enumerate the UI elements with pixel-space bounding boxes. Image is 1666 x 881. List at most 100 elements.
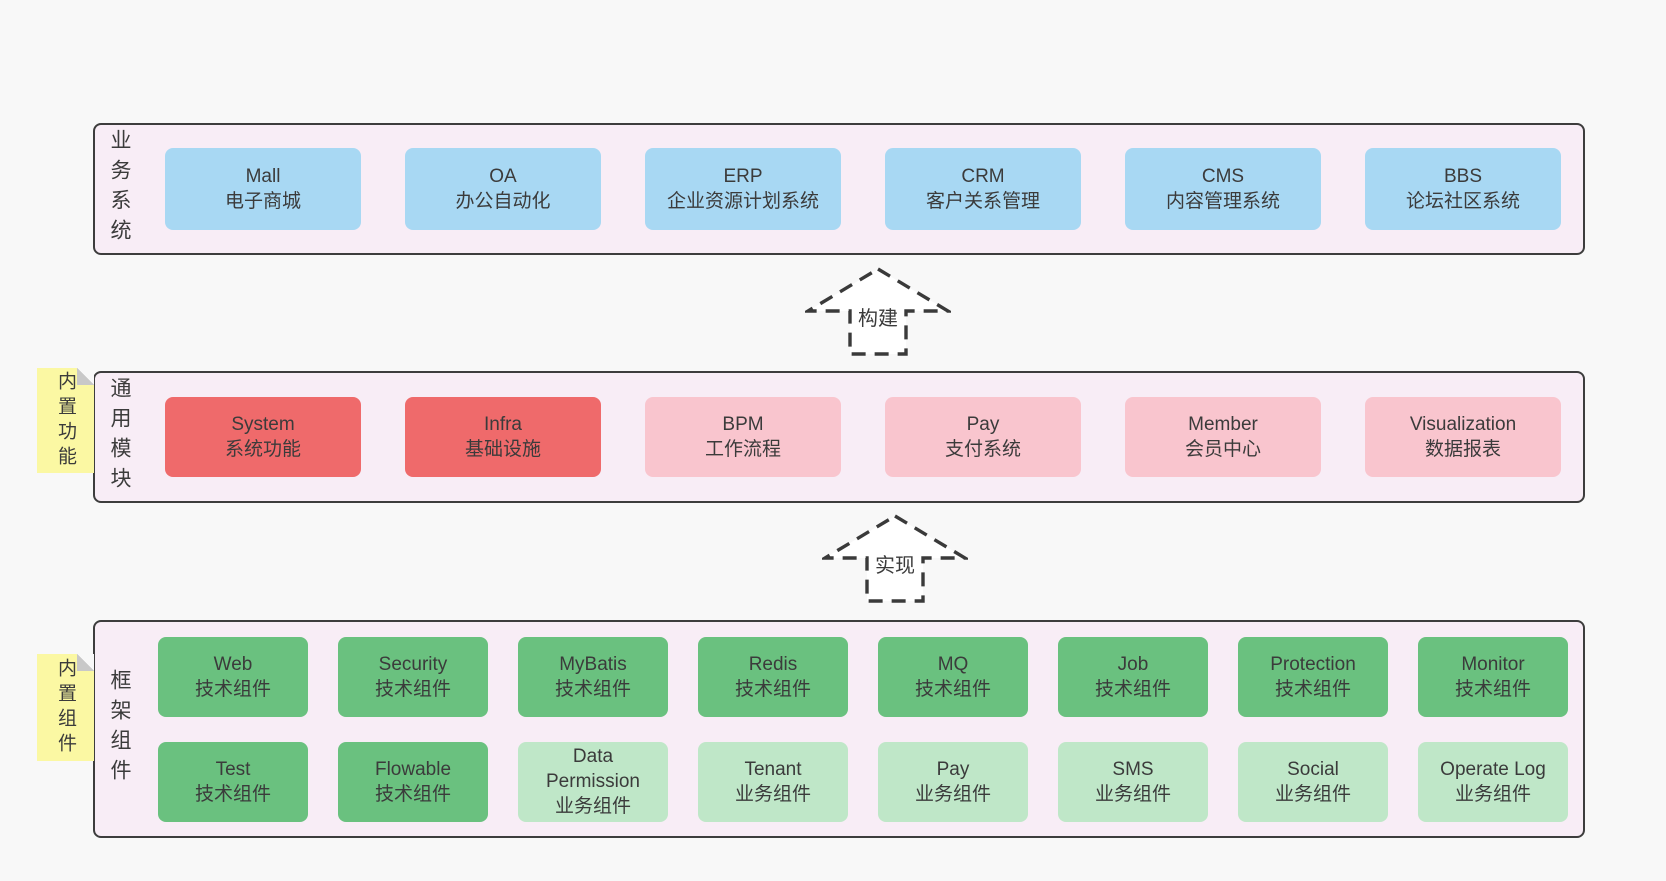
node-title: Flowable <box>374 758 452 780</box>
node-title: SMS <box>1112 758 1154 780</box>
node-operate-log: Operate Log 业务组件 <box>1418 741 1568 822</box>
node-subtitle: 系统功能 <box>224 439 301 460</box>
node-title: Redis <box>748 653 798 675</box>
node-title: Visualization <box>1409 414 1517 435</box>
band-label-framework-components: 框架组件 <box>108 669 131 789</box>
band-business-systems: 业务系统 Mall 电子商城 OA 办公自动化 ERP 企业资源计划系统 CRM… <box>93 123 1585 255</box>
node-title: CRM <box>961 166 1005 187</box>
node-title: Test <box>215 758 251 780</box>
node-title: CMS <box>1201 166 1245 187</box>
node-subtitle: 技术组件 <box>1454 678 1531 700</box>
node-mybatis: MyBatis 技术组件 <box>518 636 668 717</box>
node-title: MQ <box>937 653 969 675</box>
node-subtitle: 技术组件 <box>1094 678 1171 700</box>
node-title: Pay <box>936 758 970 780</box>
node-title: Web <box>213 653 253 675</box>
business-systems-boxes: Mall 电子商城 OA 办公自动化 ERP 企业资源计划系统 CRM 客户关系… <box>143 148 1583 230</box>
node-title: Member <box>1188 414 1258 435</box>
note-text: 内置功能 <box>55 370 76 471</box>
node-title: Tenant <box>744 758 802 780</box>
band-common-modules: 通用模块 System 系统功能 Infra 基础设施 BPM 工作流程 Pay… <box>93 371 1585 503</box>
node-subtitle: 办公自动化 <box>455 191 551 212</box>
node-subtitle: 技术组件 <box>1274 678 1351 700</box>
node-mq: MQ 技术组件 <box>878 636 1028 717</box>
node-title: Monitor <box>1461 653 1525 675</box>
node-title: Protection <box>1270 653 1356 675</box>
node-subtitle: 基础设施 <box>464 439 541 460</box>
node-subtitle: 业务组件 <box>1094 783 1171 805</box>
note-built-in-features: 内置功能 <box>37 368 94 473</box>
node-title: Operate Log <box>1440 758 1546 780</box>
node-title: ERP <box>723 166 763 187</box>
node-protection: Protection 技术组件 <box>1238 636 1388 717</box>
node-infra: Infra 基础设施 <box>405 397 601 477</box>
node-title: BPM <box>722 414 764 435</box>
framework-components-row-2: Test 技术组件 Flowable 技术组件 Data Permission … <box>143 741 1583 822</box>
node-subtitle: 内容管理系统 <box>1165 191 1280 212</box>
node-cms: CMS 内容管理系统 <box>1125 148 1321 230</box>
node-erp: ERP 企业资源计划系统 <box>645 148 841 230</box>
build-arrow-label: 构建 <box>855 302 901 331</box>
node-title: Pay <box>966 414 1000 435</box>
node-title: OA <box>489 166 517 187</box>
node-subtitle: 技术组件 <box>554 678 631 700</box>
node-monitor: Monitor 技术组件 <box>1418 636 1568 717</box>
band-framework-components: 框架组件 Web 技术组件 Security 技术组件 MyBatis 技术组件… <box>93 620 1585 838</box>
node-flowable: Flowable 技术组件 <box>338 741 488 822</box>
node-subtitle: 技术组件 <box>374 783 451 805</box>
implement-arrow: 实现 <box>822 513 968 605</box>
node-oa: OA 办公自动化 <box>405 148 601 230</box>
node-title: System <box>231 414 295 435</box>
node-bbs: BBS 论坛社区系统 <box>1365 148 1561 230</box>
node-title: Security <box>378 653 448 675</box>
node-subtitle: 技术组件 <box>914 678 991 700</box>
node-title: Data Permission <box>546 746 640 792</box>
node-member: Member 会员中心 <box>1125 397 1321 477</box>
node-pay: Pay 支付系统 <box>885 397 1081 477</box>
build-arrow: 构建 <box>805 266 951 358</box>
node-subtitle: 业务组件 <box>1454 783 1531 805</box>
node-subtitle: 业务组件 <box>554 796 631 817</box>
node-subtitle: 技术组件 <box>734 678 811 700</box>
node-social: Social 业务组件 <box>1238 741 1388 822</box>
node-security: Security 技术组件 <box>338 636 488 717</box>
node-subtitle: 支付系统 <box>944 439 1021 460</box>
node-data-permission: Data Permission 业务组件 <box>518 741 668 822</box>
node-title: MyBatis <box>559 653 627 675</box>
node-visualization: Visualization 数据报表 <box>1365 397 1561 477</box>
implement-arrow-label: 实现 <box>872 549 918 578</box>
node-title: Infra <box>483 414 523 435</box>
band-label-common-modules: 通用模块 <box>108 377 131 497</box>
common-modules-boxes: System 系统功能 Infra 基础设施 BPM 工作流程 Pay 支付系统… <box>143 397 1583 477</box>
node-bpm: BPM 工作流程 <box>645 397 841 477</box>
node-title: Job <box>1117 653 1149 675</box>
note-text: 内置组件 <box>55 657 76 758</box>
node-subtitle: 技术组件 <box>194 678 271 700</box>
band-label-business-systems: 业务系统 <box>108 129 131 249</box>
node-tenant: Tenant 业务组件 <box>698 741 848 822</box>
note-built-in-components: 内置组件 <box>37 654 94 761</box>
node-subtitle: 工作流程 <box>704 439 781 460</box>
node-web: Web 技术组件 <box>158 636 308 717</box>
node-title: BBS <box>1443 166 1483 187</box>
node-crm: CRM 客户关系管理 <box>885 148 1081 230</box>
node-pay-biz: Pay 业务组件 <box>878 741 1028 822</box>
node-subtitle: 企业资源计划系统 <box>666 191 819 212</box>
node-subtitle: 论坛社区系统 <box>1405 191 1520 212</box>
node-subtitle: 业务组件 <box>734 783 811 805</box>
node-subtitle: 会员中心 <box>1184 439 1261 460</box>
node-subtitle: 客户关系管理 <box>925 191 1040 212</box>
framework-components-row-1: Web 技术组件 Security 技术组件 MyBatis 技术组件 Redi… <box>143 636 1583 717</box>
node-mall: Mall 电子商城 <box>165 148 361 230</box>
node-subtitle: 数据报表 <box>1424 439 1501 460</box>
node-title: Mall <box>245 166 281 187</box>
node-subtitle: 电子商城 <box>224 191 301 212</box>
node-subtitle: 业务组件 <box>1274 783 1351 805</box>
node-job: Job 技术组件 <box>1058 636 1208 717</box>
node-redis: Redis 技术组件 <box>698 636 848 717</box>
framework-components-grid: Web 技术组件 Security 技术组件 MyBatis 技术组件 Redi… <box>143 636 1583 822</box>
node-subtitle: 业务组件 <box>914 783 991 805</box>
node-system: System 系统功能 <box>165 397 361 477</box>
node-title: Social <box>1287 758 1339 780</box>
